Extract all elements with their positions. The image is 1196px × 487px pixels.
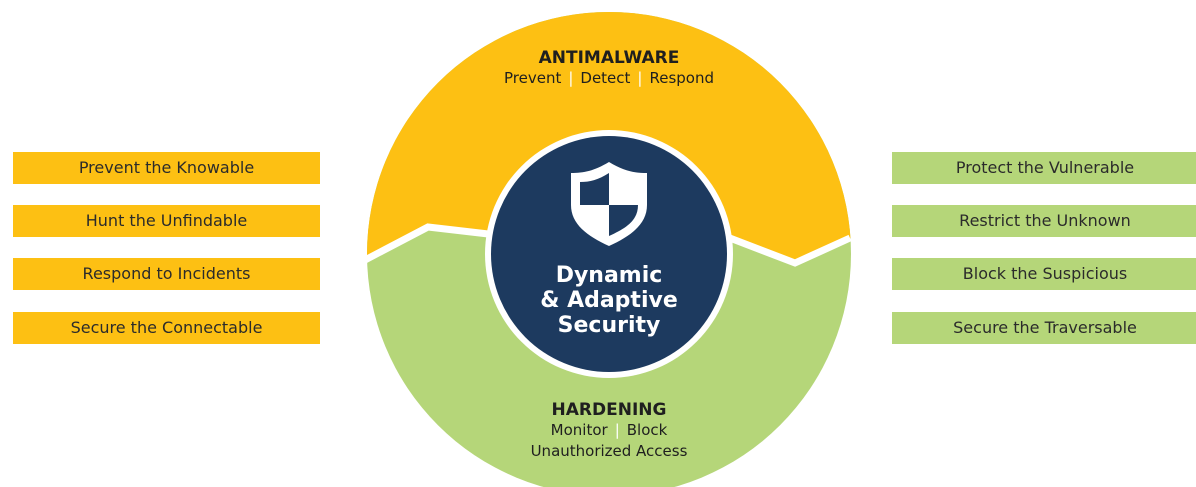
core-circle: [491, 136, 727, 372]
antimalware-title: ANTIMALWARE: [538, 48, 680, 68]
hardening-label: HARDENING Monitor|Block Unauthorized Acc…: [459, 400, 759, 462]
core-line-2: & Adaptive: [540, 288, 678, 313]
antimalware-item-prevent: Prevent: [503, 69, 562, 87]
hardening-subtitle: Monitor|Block: [550, 421, 668, 439]
shield-icon: [571, 162, 647, 246]
antimalware-subtitle: Prevent|Detect|Respond: [503, 69, 715, 87]
core-line-1: Dynamic: [556, 263, 663, 288]
hardening-item-monitor: Monitor: [550, 421, 608, 439]
left-separator: [363, 223, 498, 264]
left-item-prevent-knowable: Prevent the Knowable: [13, 152, 320, 184]
left-item-hunt-unfindable: Hunt the Unfindable: [13, 205, 320, 237]
hardening-item-block: Block: [626, 421, 668, 439]
left-item-secure-connectable: Secure the Connectable: [13, 312, 320, 344]
right-item-restrict-unknown: Restrict the Unknown: [892, 205, 1196, 237]
right-item-protect-vulnerable: Protect the Vulnerable: [892, 152, 1196, 184]
left-item-respond-incidents: Respond to Incidents: [13, 258, 320, 290]
antimalware-item-respond: Respond: [649, 69, 715, 87]
core-line-3: Security: [558, 313, 661, 338]
hardening-subtitle-line2: Unauthorized Access: [530, 442, 688, 460]
antimalware-item-detect: Detect: [580, 69, 631, 87]
hardening-title: HARDENING: [551, 400, 667, 420]
right-item-secure-traversable: Secure the Traversable: [892, 312, 1196, 344]
right-separator: [720, 231, 852, 267]
antimalware-label: ANTIMALWARE Prevent|Detect|Respond: [459, 48, 759, 89]
right-item-block-suspicious: Block the Suspicious: [892, 258, 1196, 290]
